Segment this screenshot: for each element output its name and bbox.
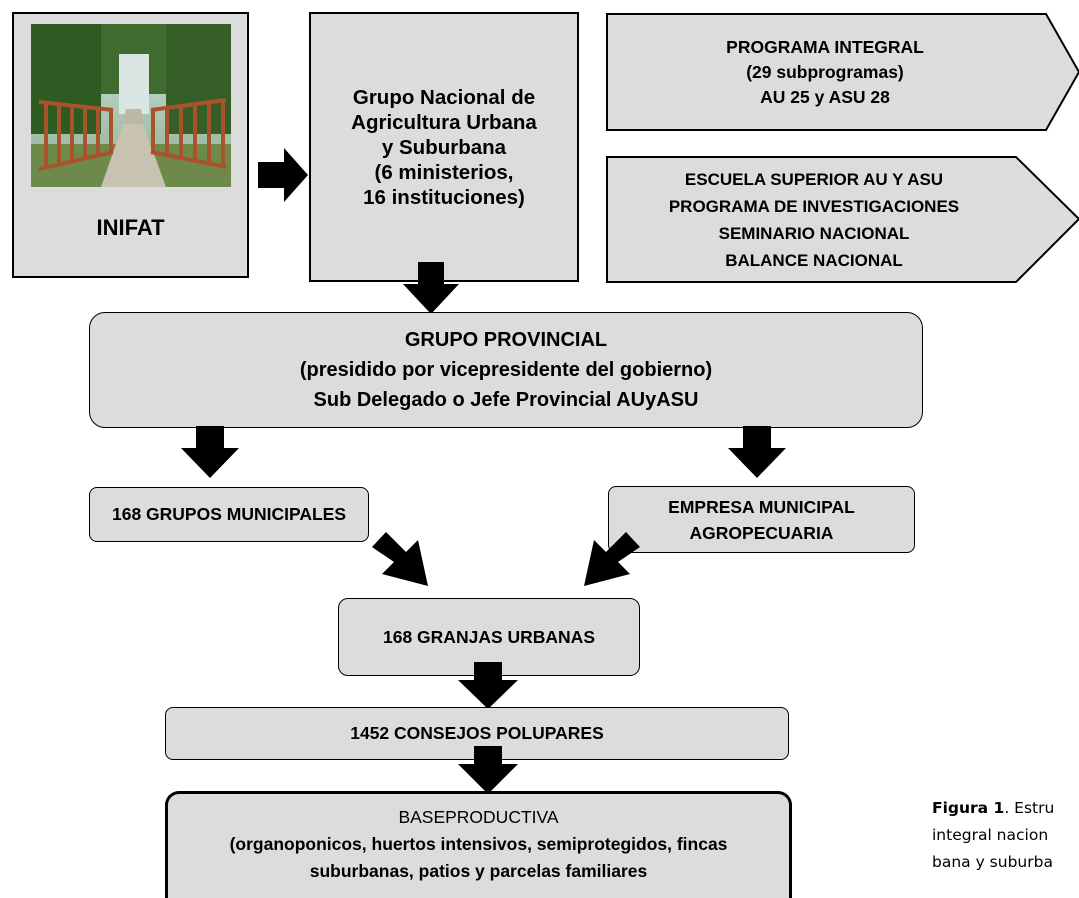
empresa-municipal-line-1: EMPRESA MUNICIPAL — [668, 496, 855, 517]
base-productiva-line-2: (organoponicos, huertos intensivos, semi… — [229, 834, 728, 854]
inifat-box: INIFAT — [12, 12, 249, 278]
grupos-municipales-label: 168 GRUPOS MUNICIPALES — [111, 504, 347, 524]
caption-line-3: bana y suburba — [932, 853, 1053, 871]
grupo-nacional-line-5: 16 instituciones) — [363, 185, 525, 209]
grupo-nacional-box: Grupo Nacional de Agricultura Urbana y S… — [309, 12, 579, 282]
base-productiva-box: BASEPRODUCTIVA (organoponicos, huertos i… — [165, 791, 792, 898]
arrow-municipales-to-granjas — [372, 532, 428, 586]
granjas-label: 168 GRANJAS URBANAS — [383, 626, 595, 647]
programa-integral-shape — [606, 13, 1079, 131]
programa-integral-line-2: (29 subprogramas) — [746, 61, 904, 82]
escuela-line-2: PROGRAMA DE INVESTIGACIONES — [668, 196, 960, 216]
arrow-empresa-to-granjas — [584, 532, 640, 586]
arrow-consejos-to-base — [458, 746, 518, 794]
base-productiva-line-3: suburbanas, patios y parcelas familiares — [309, 861, 648, 881]
empresa-municipal-box: EMPRESA MUNICIPAL AGROPECUARIA — [608, 486, 915, 553]
escuela-line-1: ESCUELA SUPERIOR AU Y ASU — [684, 169, 944, 189]
caption-line-1: Figura 1. Estru — [932, 795, 1079, 822]
programa-integral-line-3: AU 25 y ASU 28 — [760, 86, 890, 107]
grupos-municipales-box: 168 GRUPOS MUNICIPALES — [89, 487, 369, 542]
arrow-granjas-to-consejos — [458, 662, 518, 709]
arrow-inifat-to-nacional — [258, 148, 308, 202]
escuela-shape — [606, 156, 1079, 283]
caption-line-1-text: . Estru — [1004, 799, 1055, 817]
programa-integral-line-1: PROGRAMA INTEGRAL — [726, 36, 924, 57]
grupo-provincial-line-3: Sub Delegado o Jefe Provincial AUyASU — [313, 389, 699, 411]
arrow-provincial-to-empresa — [728, 426, 786, 478]
arrow-nacional-to-provincial — [403, 262, 459, 314]
inifat-label: INIFAT — [96, 215, 165, 240]
grupo-nacional-line-3: y Suburbana — [381, 135, 507, 159]
caption-label: Figura 1 — [932, 799, 1005, 817]
grupo-provincial-box: GRUPO PROVINCIAL (presidido por vicepres… — [89, 312, 923, 428]
base-productiva-line-1: BASEPRODUCTIVA — [398, 807, 559, 827]
grupo-nacional-line-4: (6 ministerios, — [374, 160, 514, 184]
arrow-provincial-to-municipales — [181, 426, 239, 478]
escuela-text: ESCUELA SUPERIOR AU Y ASU PROGRAMA DE IN… — [607, 157, 1021, 282]
empresa-municipal-line-2: AGROPECUARIA — [689, 522, 834, 543]
programa-integral-text: PROGRAMA INTEGRAL (29 subprogramas) AU 2… — [607, 14, 1043, 130]
grupo-nacional-line-2: Agricultura Urbana — [351, 110, 537, 134]
grupo-nacional-line-1: Grupo Nacional de — [352, 85, 536, 109]
escuela-line-3: SEMINARIO NACIONAL — [718, 223, 910, 243]
grupo-provincial-line-1: GRUPO PROVINCIAL — [404, 329, 608, 351]
figure-caption: Figura 1. Estru integral nacion bana y s… — [932, 795, 1079, 876]
caption-line-2: integral nacion — [932, 826, 1049, 844]
consejos-label: 1452 CONSEJOS POLUPARES — [350, 723, 604, 743]
escuela-line-4: BALANCE NACIONAL — [725, 250, 903, 270]
grupo-provincial-line-2: (presidido por vicepresidente del gobier… — [299, 359, 713, 381]
garden-gate-photo — [30, 24, 231, 187]
